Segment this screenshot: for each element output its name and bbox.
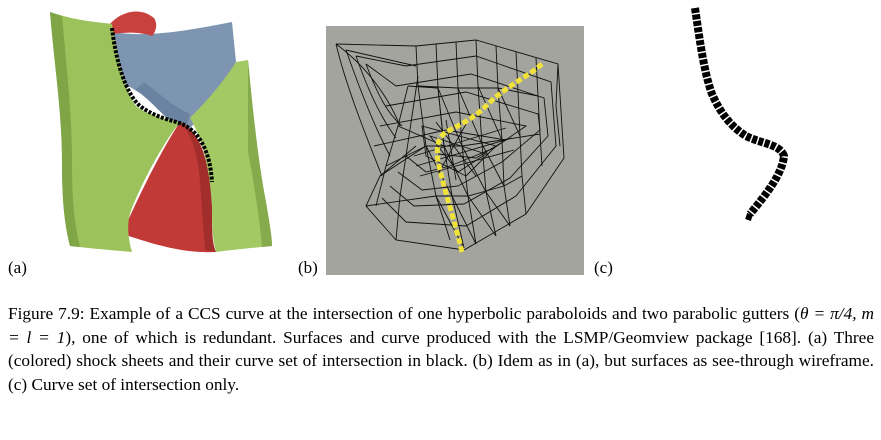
caption-math: θ = π/4, m = l = 1 [8, 304, 874, 347]
red-sheet [122, 122, 216, 253]
figure-row: (a) (b) (c) [8, 2, 850, 277]
panel-b-wireframe [326, 26, 584, 275]
caption-text-2: ), one of which is redundant. Surfaces a… [8, 327, 874, 394]
shock-sheets-render [50, 11, 272, 253]
panel-label-c: (c) [594, 258, 613, 277]
panel-label-b: (b) [298, 258, 318, 277]
red-sheet-top [110, 11, 157, 36]
intersection-curve [110, 27, 214, 183]
curve-only-render [691, 7, 789, 221]
figure-caption: Figure 7.9: Example of a CCS curve at th… [8, 302, 874, 396]
intersection-curve-only [691, 7, 789, 217]
panel-a-shock-sheets [40, 2, 300, 272]
caption-text-1: Figure 7.9: Example of a CCS curve at th… [8, 304, 800, 323]
panel-c-curve-only [620, 2, 850, 272]
highlighted-curve [434, 62, 544, 253]
green-sheet-left [50, 12, 180, 252]
panel-label-a: (a) [8, 258, 27, 277]
wireframe-render [326, 26, 584, 275]
wireframe-background [326, 26, 584, 275]
